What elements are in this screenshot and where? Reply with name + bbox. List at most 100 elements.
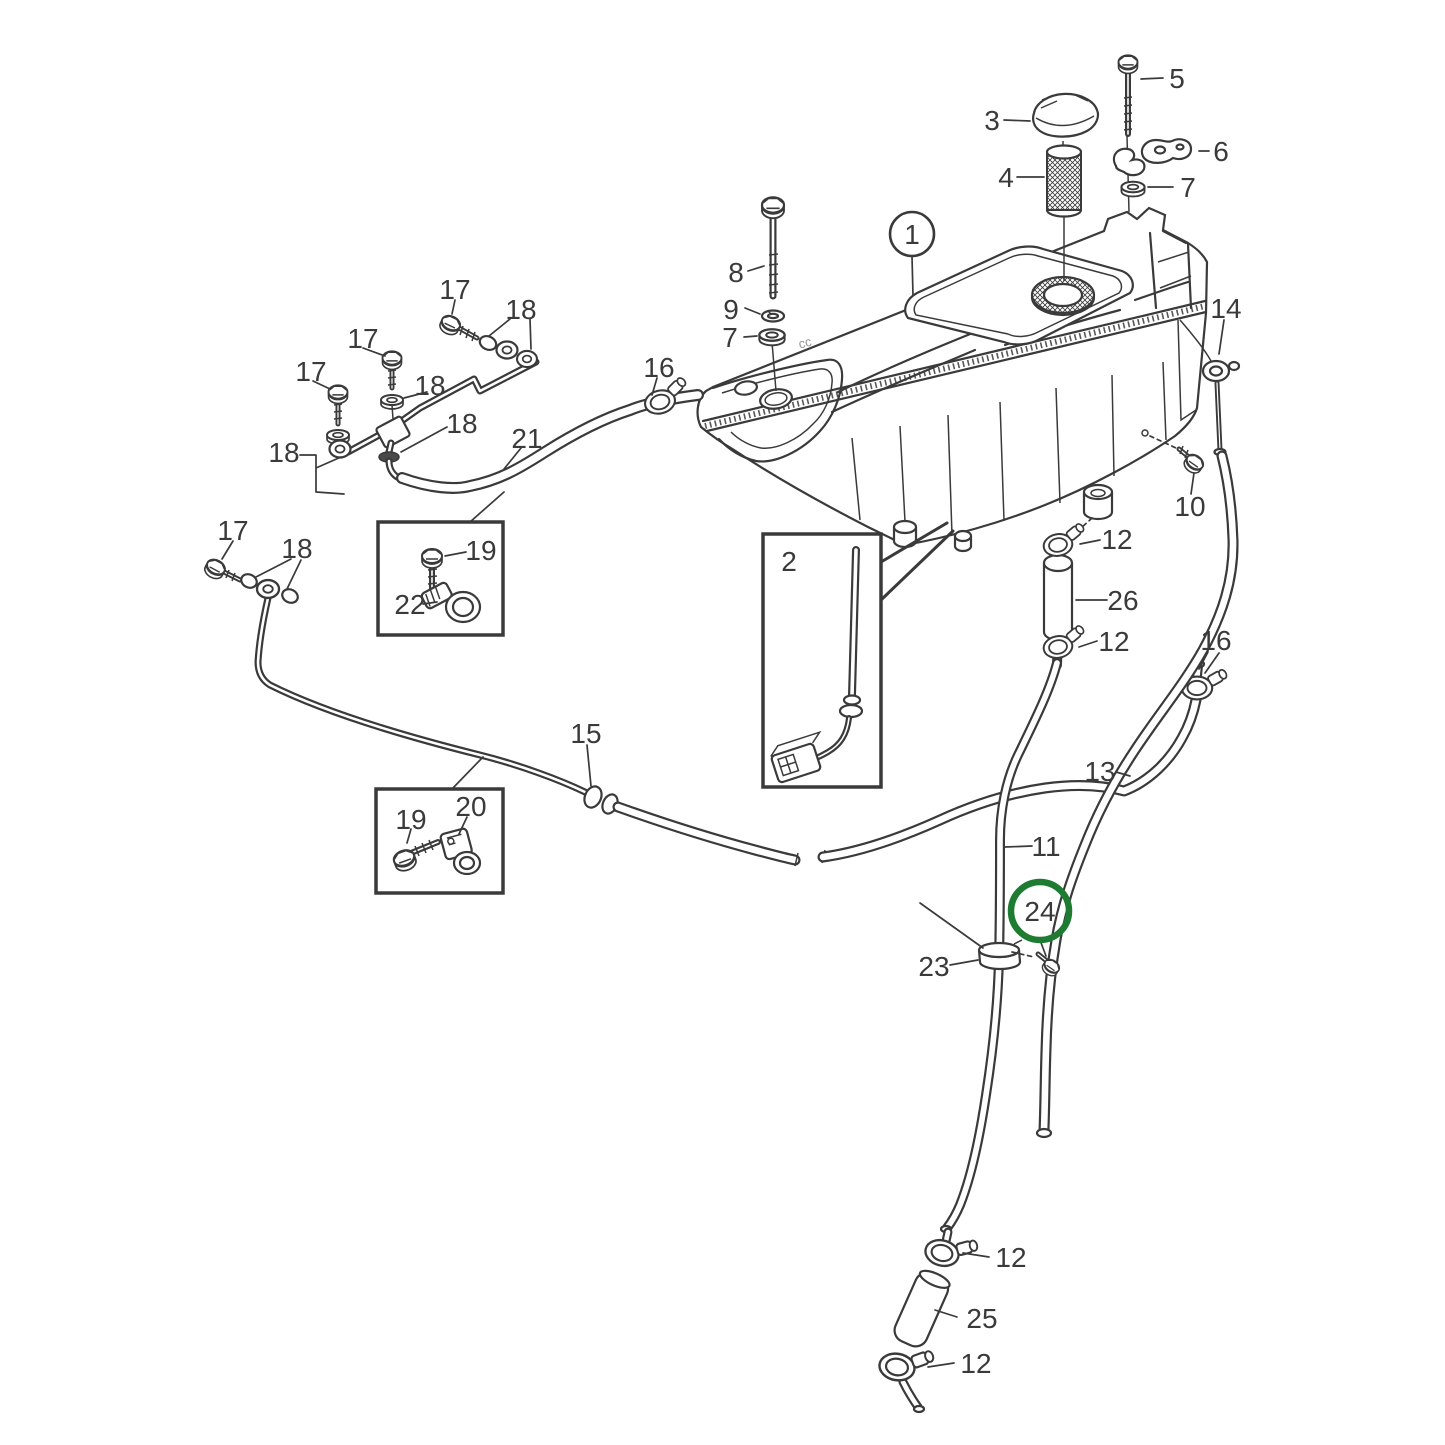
callout-3[interactable]: 3 xyxy=(984,105,1000,136)
callout-18[interactable]: 18 xyxy=(268,437,299,468)
svg-text:17: 17 xyxy=(347,323,378,354)
svg-text:18: 18 xyxy=(505,294,536,325)
pipe-15 xyxy=(256,596,587,794)
washer-18h xyxy=(281,588,299,604)
svg-text:12: 12 xyxy=(960,1348,991,1379)
screw-19b xyxy=(390,839,441,875)
callout-20[interactable]: 20 xyxy=(455,791,486,822)
washer-18a xyxy=(478,335,498,351)
strainer xyxy=(1045,144,1083,218)
callout-21[interactable]: 21 xyxy=(511,423,542,454)
washer-18-ring xyxy=(515,349,539,369)
hose-clamp-12a xyxy=(1039,520,1091,560)
svg-text:1: 1 xyxy=(904,219,920,250)
bolt-5 xyxy=(1117,54,1139,137)
tank-port-oval-small xyxy=(734,380,758,396)
callout-12[interactable]: 12 xyxy=(1098,626,1129,657)
tank-screw-hole xyxy=(1141,429,1149,437)
washer-7-left xyxy=(758,328,786,347)
callout-22[interactable]: 22 xyxy=(394,589,425,620)
callout-19[interactable]: 19 xyxy=(395,804,426,835)
hose-clamp-12d xyxy=(876,1340,938,1388)
highlight-ring xyxy=(1007,878,1073,944)
grommet-14 xyxy=(1201,359,1241,383)
svg-text:12: 12 xyxy=(1101,524,1132,555)
callout-25[interactable]: 25 xyxy=(966,1303,997,1334)
callout-16[interactable]: 16 xyxy=(643,352,674,383)
callout-11[interactable]: 11 xyxy=(1031,831,1060,862)
svg-text:22: 22 xyxy=(394,589,425,620)
right-hoses xyxy=(1035,319,1241,1139)
callout-12[interactable]: 12 xyxy=(995,1242,1026,1273)
svg-text:2: 2 xyxy=(781,546,797,577)
bolt-8 xyxy=(760,196,786,300)
callout-18[interactable]: 18 xyxy=(414,370,445,401)
callout-9[interactable]: 9 xyxy=(723,294,739,325)
callout-13[interactable]: 13 xyxy=(1084,756,1115,787)
svg-text:26: 26 xyxy=(1107,585,1138,616)
svg-text:19: 19 xyxy=(465,535,496,566)
svg-text:18: 18 xyxy=(268,437,299,468)
svg-text:11: 11 xyxy=(1031,831,1060,862)
tank-outlet-ports xyxy=(892,483,1114,553)
washer-9 xyxy=(760,309,786,323)
callout-10[interactable]: 10 xyxy=(1174,491,1205,522)
callout-19[interactable]: 19 xyxy=(465,535,496,566)
callout-2[interactable]: 2 xyxy=(781,546,797,577)
callout-23[interactable]: 23 xyxy=(918,951,949,982)
callout-8[interactable]: 8 xyxy=(728,257,744,288)
washer-7-right xyxy=(1120,180,1146,198)
callouts-layer: 1234567897101112121212131415161617171717… xyxy=(217,63,1241,1379)
svg-text:24: 24 xyxy=(1024,896,1055,927)
svg-text:12: 12 xyxy=(995,1242,1026,1273)
svg-text:9: 9 xyxy=(723,294,739,325)
svg-text:18: 18 xyxy=(281,533,312,564)
callout-18[interactable]: 18 xyxy=(281,533,312,564)
callout-7[interactable]: 7 xyxy=(1180,172,1196,203)
callout-24[interactable]: 24 xyxy=(1007,878,1073,944)
callout-7[interactable]: 7 xyxy=(722,322,738,353)
callout-4[interactable]: 4 xyxy=(998,162,1014,193)
callout-12[interactable]: 12 xyxy=(1101,524,1132,555)
callout-5[interactable]: 5 xyxy=(1169,63,1185,94)
svg-text:10: 10 xyxy=(1174,491,1205,522)
svg-text:25: 25 xyxy=(966,1303,997,1334)
callout-14[interactable]: 14 xyxy=(1210,293,1241,324)
callout-1[interactable]: 1 xyxy=(888,210,936,258)
inset-box-19-22 xyxy=(376,520,505,637)
screw-10 xyxy=(1149,435,1207,477)
connector-26 xyxy=(1042,553,1074,642)
svg-text:15: 15 xyxy=(570,718,601,749)
clip-22 xyxy=(420,581,482,624)
callout-6[interactable]: 6 xyxy=(1213,136,1229,167)
callout-17[interactable]: 17 xyxy=(347,323,378,354)
lower-left-pipe-assembly xyxy=(201,555,1230,867)
callout-18[interactable]: 18 xyxy=(505,294,536,325)
filler-neck xyxy=(1030,275,1096,317)
bracket-6 xyxy=(1112,138,1193,177)
upper-left-pipe-assembly xyxy=(326,312,704,494)
callout-15[interactable]: 15 xyxy=(570,718,601,749)
hose-21 xyxy=(398,399,658,492)
callout-17[interactable]: 17 xyxy=(439,274,470,305)
hose-segment-b xyxy=(819,696,1200,861)
callout-17[interactable]: 17 xyxy=(217,515,248,546)
clamp-20 xyxy=(439,827,482,876)
callout-18[interactable]: 18 xyxy=(446,408,477,439)
sensor-connector xyxy=(770,730,822,784)
hose-13 xyxy=(1040,452,1237,1134)
svg-text:17: 17 xyxy=(217,515,248,546)
svg-text:16: 16 xyxy=(1200,625,1231,656)
callout-16[interactable]: 16 xyxy=(1200,625,1231,656)
filler-panel xyxy=(904,245,1134,346)
drain-pipe-assembly xyxy=(876,517,1093,1414)
callout-17[interactable]: 17 xyxy=(295,356,326,387)
svg-text:17: 17 xyxy=(295,356,326,387)
callout-26[interactable]: 26 xyxy=(1107,585,1138,616)
svg-text:18: 18 xyxy=(446,408,477,439)
svg-text:17: 17 xyxy=(439,274,470,305)
callout-12[interactable]: 12 xyxy=(960,1348,991,1379)
steel-pipe-upper xyxy=(394,360,538,427)
svg-text:20: 20 xyxy=(455,791,486,822)
top-parts xyxy=(758,54,1193,392)
